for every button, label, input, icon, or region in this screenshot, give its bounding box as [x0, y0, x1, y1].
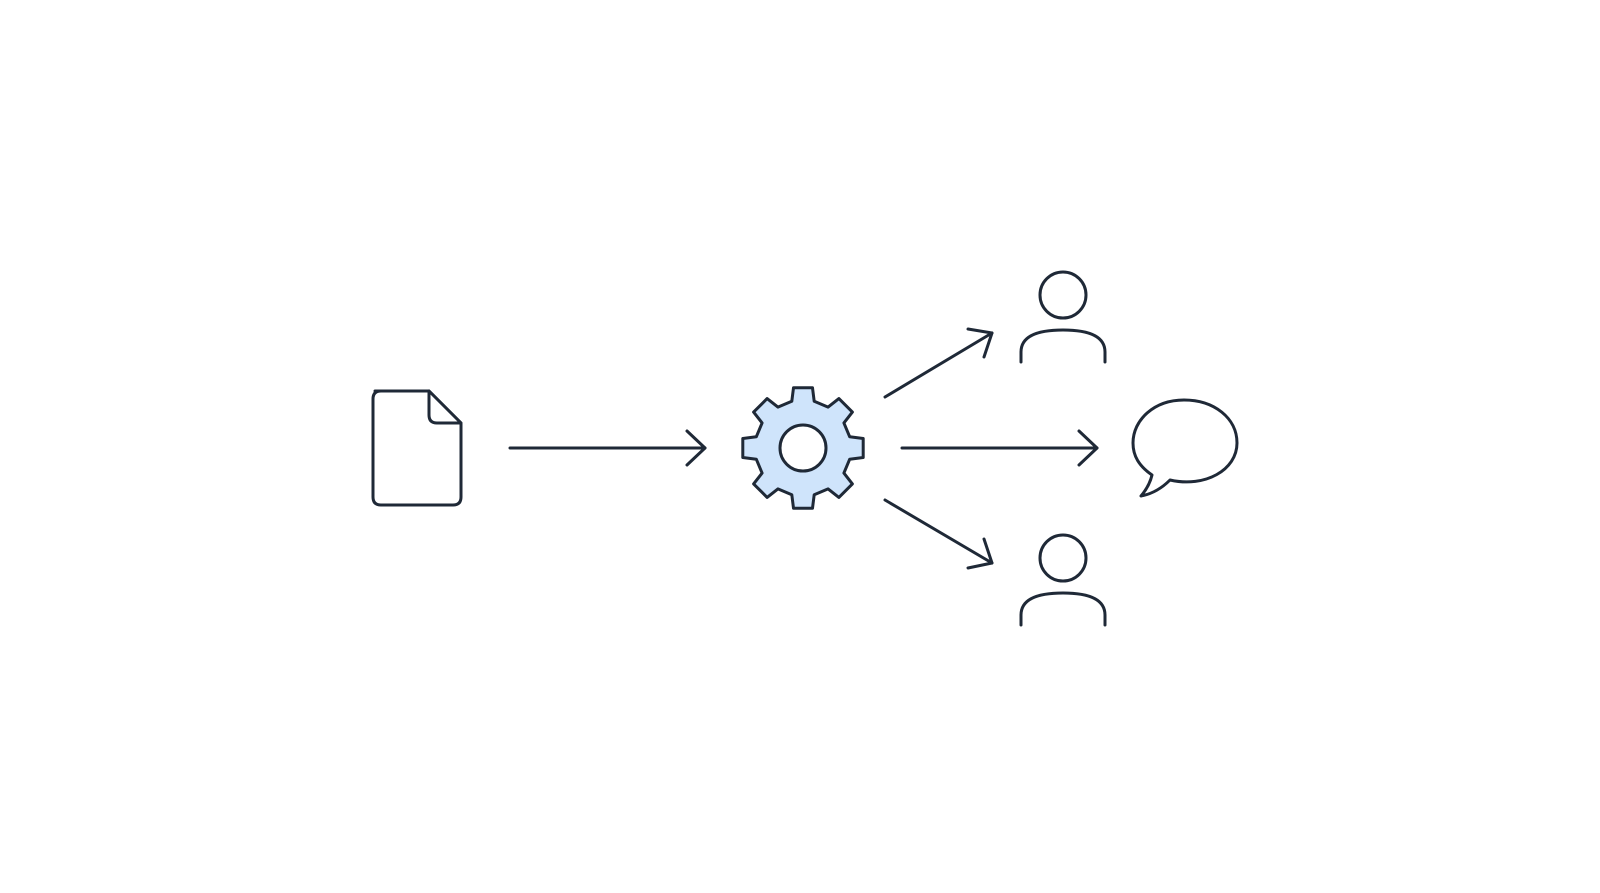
user-icon-bottom	[1019, 533, 1107, 627]
document-icon	[371, 389, 463, 507]
arrow-gear-to-user-bottom	[883, 498, 994, 570]
user-icon-top	[1019, 270, 1107, 364]
gear-icon	[741, 386, 865, 510]
arrow-gear-to-user-top	[883, 327, 994, 399]
speech-bubble-icon	[1131, 398, 1239, 498]
arrow-document-to-gear	[508, 429, 707, 467]
arrow-gear-to-message	[900, 429, 1099, 467]
